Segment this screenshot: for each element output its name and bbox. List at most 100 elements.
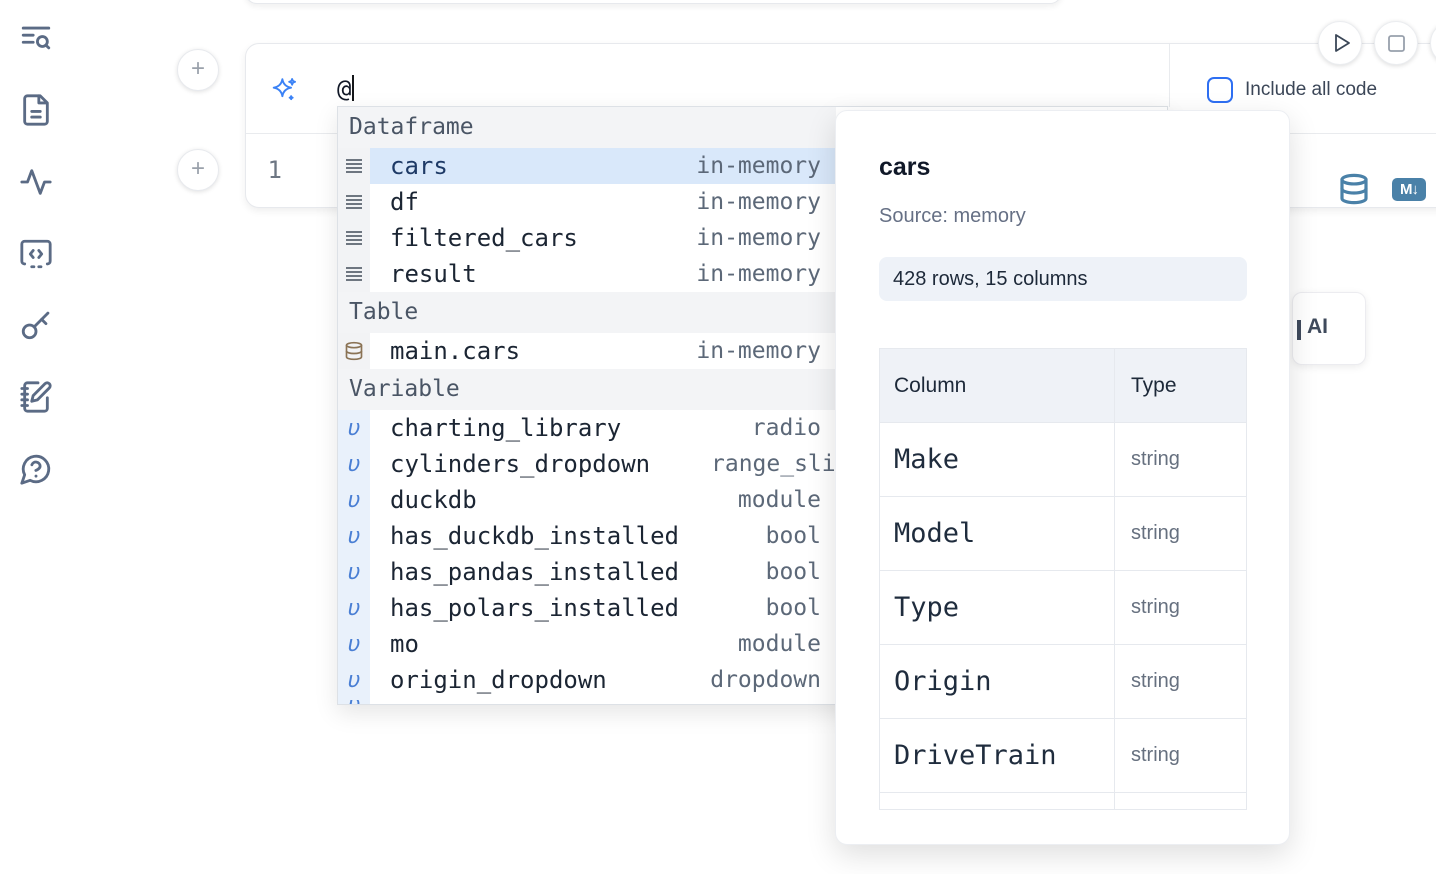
variable-upsilon-icon: υ bbox=[338, 698, 370, 704]
help-chat-button[interactable] bbox=[19, 452, 55, 488]
key-icon bbox=[19, 311, 53, 346]
scratchpad-notebook-icon bbox=[19, 381, 53, 418]
completion-item-name: has_polars_installed bbox=[390, 594, 679, 622]
completion-item-name: result bbox=[390, 260, 477, 288]
sparkles-ai-icon bbox=[271, 76, 297, 102]
completion-item-name: charting_library bbox=[390, 414, 622, 442]
completion-item[interactable]: υ has_duckdb_installed bool bbox=[338, 518, 836, 554]
scratchpad-notebook-button[interactable] bbox=[19, 380, 55, 416]
previous-cell bbox=[245, 0, 1062, 4]
include-all-code-checkbox[interactable] bbox=[1207, 77, 1233, 103]
completion-item-type: radio bbox=[751, 415, 821, 441]
column-name: Model bbox=[894, 518, 976, 549]
completion-item-type: in-memory bbox=[696, 189, 821, 215]
play-icon bbox=[1335, 34, 1350, 52]
variable-upsilon-icon: υ bbox=[338, 446, 370, 482]
generate-with-ai-button[interactable]: AI bbox=[1292, 292, 1366, 365]
type-header: Type bbox=[1114, 349, 1246, 422]
completion-item-name: pd bbox=[390, 698, 419, 704]
add-cell-button-bottom[interactable]: + bbox=[177, 149, 219, 191]
completion-item-type: bool bbox=[765, 559, 821, 585]
run-cell-button[interactable] bbox=[1318, 21, 1362, 65]
completion-item-type: in-memory bbox=[696, 153, 821, 179]
ai-prompt-input[interactable]: @ bbox=[337, 70, 355, 108]
schema-table-header: Column Type bbox=[880, 349, 1246, 422]
sidebar bbox=[0, 0, 72, 874]
completion-item[interactable]: υ has_pandas_installed bool bbox=[338, 554, 836, 590]
schema-table-row: Make string bbox=[880, 422, 1246, 496]
variable-upsilon-icon: υ bbox=[338, 554, 370, 590]
ai-prompt-text: @ bbox=[337, 75, 352, 103]
column-name: Make bbox=[894, 444, 960, 475]
prompt-divider bbox=[1169, 44, 1170, 107]
completion-item-type: in-memory bbox=[696, 261, 821, 287]
column-type: string bbox=[1131, 596, 1180, 618]
text-search-icon bbox=[19, 26, 53, 59]
variable-upsilon-icon: υ bbox=[338, 410, 370, 446]
add-cell-button-top[interactable]: + bbox=[177, 49, 219, 91]
completion-section-header: Table bbox=[338, 292, 836, 333]
completion-item[interactable]: υ pd module bbox=[338, 698, 836, 704]
clipped-letter-fragment bbox=[1297, 320, 1301, 340]
variable-upsilon-icon: υ bbox=[338, 482, 370, 518]
column-type: string bbox=[1131, 670, 1180, 692]
file-text-icon bbox=[19, 94, 53, 131]
completion-item[interactable]: υ origin_dropdown dropdown bbox=[338, 662, 836, 698]
completion-item-type: dropdown bbox=[710, 667, 821, 693]
dataframe-rows-icon bbox=[338, 184, 370, 220]
include-all-code-label: Include all code bbox=[1245, 79, 1378, 100]
stop-square-icon bbox=[1388, 35, 1405, 52]
schema-table-row: Model string bbox=[880, 496, 1246, 570]
snippets-code-button[interactable] bbox=[19, 237, 55, 273]
completion-item[interactable]: result in-memory bbox=[338, 256, 836, 292]
variable-upsilon-icon: υ bbox=[338, 626, 370, 662]
activity-button[interactable] bbox=[19, 165, 55, 201]
file-text-button[interactable] bbox=[19, 93, 55, 129]
activity-icon bbox=[19, 169, 53, 203]
line-number: 1 bbox=[267, 156, 282, 184]
completion-item[interactable]: υ charting_library radio bbox=[338, 410, 836, 446]
completion-item-type: module bbox=[737, 487, 821, 513]
completion-item-name: has_duckdb_installed bbox=[390, 522, 679, 550]
text-search-button[interactable] bbox=[19, 21, 55, 57]
completion-item-name: filtered_cars bbox=[390, 224, 578, 252]
variable-upsilon-icon: υ bbox=[338, 662, 370, 698]
help-chat-icon bbox=[19, 454, 53, 490]
completion-item-name: duckdb bbox=[390, 486, 477, 514]
column-name: DriveTrain bbox=[894, 740, 1057, 771]
completion-item-type: bool bbox=[765, 595, 821, 621]
completion-item-name: has_pandas_installed bbox=[390, 558, 679, 586]
column-type: string bbox=[1131, 522, 1180, 544]
shape-badge: 428 rows, 15 columns bbox=[879, 257, 1247, 301]
completion-item-type: module bbox=[738, 698, 821, 704]
completion-item-type: bool bbox=[765, 523, 821, 549]
key-button[interactable] bbox=[19, 308, 55, 344]
dataframe-rows-icon bbox=[338, 148, 370, 184]
completion-item-name: origin_dropdown bbox=[390, 666, 607, 694]
table-database-icon bbox=[338, 333, 370, 369]
ai-button-label: AI bbox=[1307, 315, 1328, 338]
completion-item-type: module bbox=[737, 631, 821, 657]
snippets-code-icon bbox=[19, 239, 53, 275]
completion-section-header: Variable bbox=[338, 369, 836, 410]
dataframe-rows-icon bbox=[338, 220, 370, 256]
stop-cell-button[interactable] bbox=[1374, 21, 1418, 65]
completion-item-type: range_slider bbox=[711, 451, 836, 477]
column-header: Column bbox=[894, 373, 967, 397]
column-type: string bbox=[1131, 448, 1180, 470]
markdown-icon[interactable]: M↓ bbox=[1392, 178, 1426, 201]
variable-upsilon-icon: υ bbox=[338, 518, 370, 554]
database-icon[interactable] bbox=[1338, 172, 1370, 206]
